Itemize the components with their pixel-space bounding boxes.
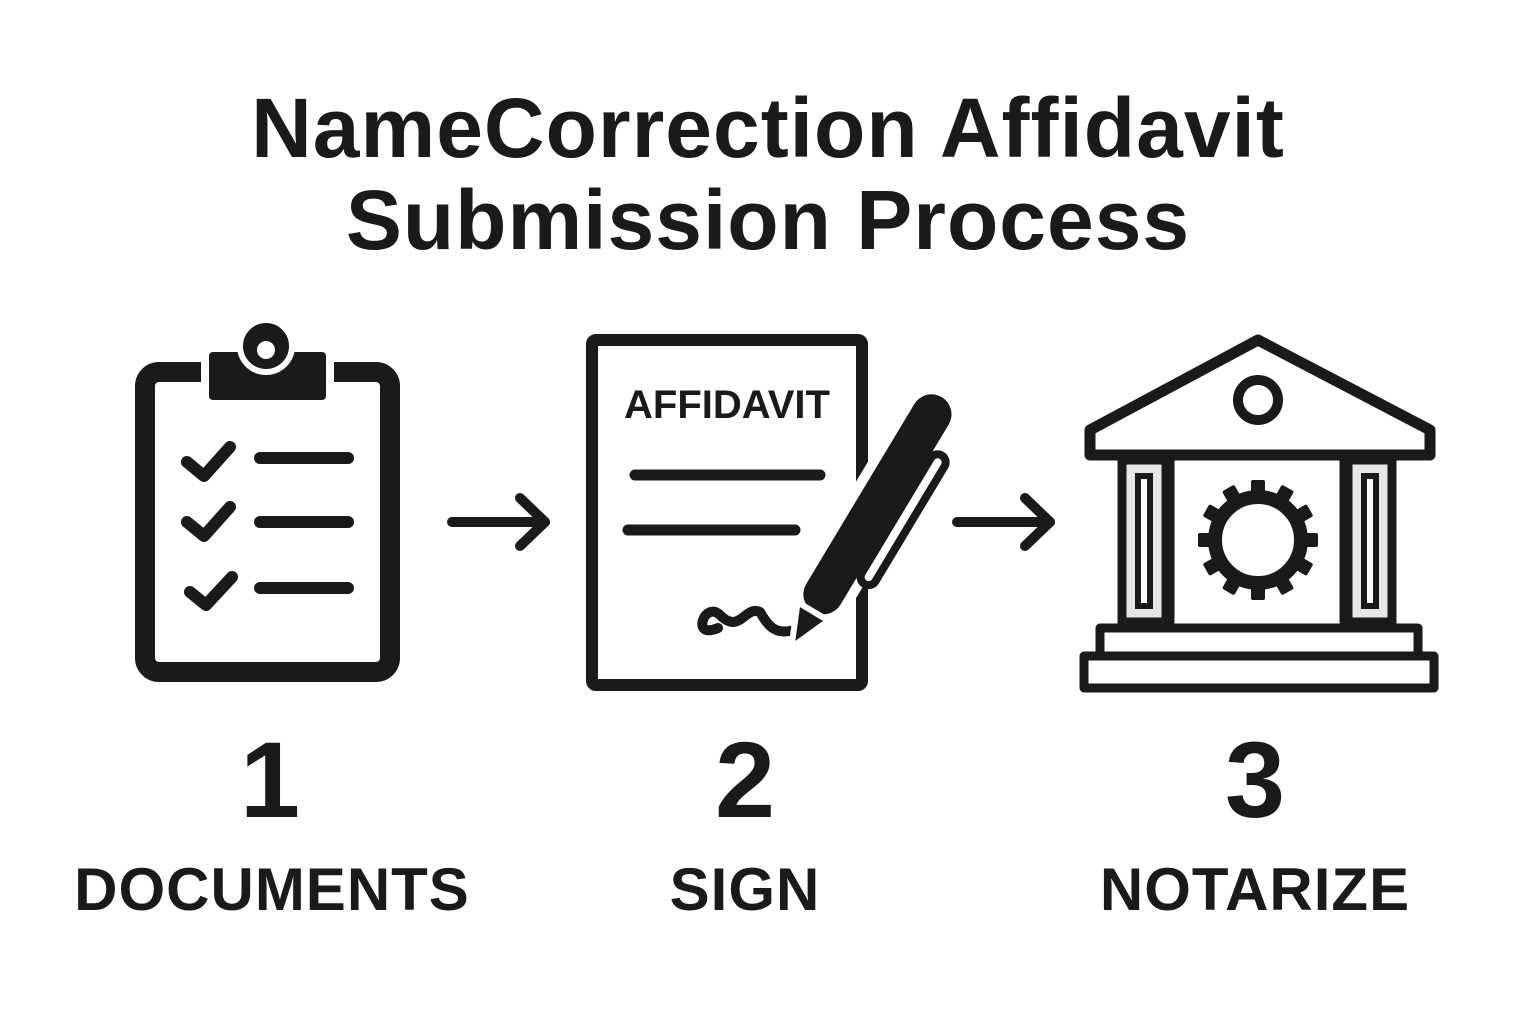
seal-gear-tooth — [1251, 480, 1265, 496]
seal-gear-tooth — [1198, 533, 1214, 547]
step-3-label: NOTARIZE — [1099, 856, 1411, 923]
seal-gear-tooth — [1251, 584, 1265, 600]
title-line-1: NameCorrection Affidavit — [251, 81, 1285, 175]
step-1-number: 1 — [239, 719, 301, 840]
seal-gear-tooth — [1274, 485, 1294, 505]
diagram-title: NameCorrection Affidavit Submission Proc… — [0, 82, 1536, 266]
seal-gear-tooth — [1293, 556, 1313, 576]
seal-gear-tooth — [1274, 575, 1294, 595]
step-2-label: SIGN — [669, 856, 821, 923]
affidavit-heading: AFFIDAVIT — [624, 383, 830, 427]
seal-gear-tooth — [1222, 485, 1242, 505]
seal-gear-tooth — [1203, 556, 1223, 576]
seal-gear-tooth — [1222, 575, 1242, 595]
step-3-number: 3 — [1224, 719, 1286, 840]
arrow-right-icon — [447, 493, 550, 551]
seal-gear-icon — [1198, 480, 1318, 600]
step-1-label: DOCUMENTS — [74, 856, 470, 923]
title-line-2: Submission Process — [345, 173, 1191, 267]
step-2-number: 2 — [714, 719, 776, 840]
affidavit-pen-icon: AFFIDAVIT — [586, 334, 965, 691]
clipboard-checklist-icon — [135, 317, 400, 682]
seal-gear-tooth — [1293, 504, 1313, 524]
seal-gear-tooth — [1203, 504, 1223, 524]
seal-gear-tooth — [1302, 533, 1318, 547]
courthouse-seal-icon — [1079, 334, 1439, 693]
arrow-right-icon — [952, 493, 1055, 551]
